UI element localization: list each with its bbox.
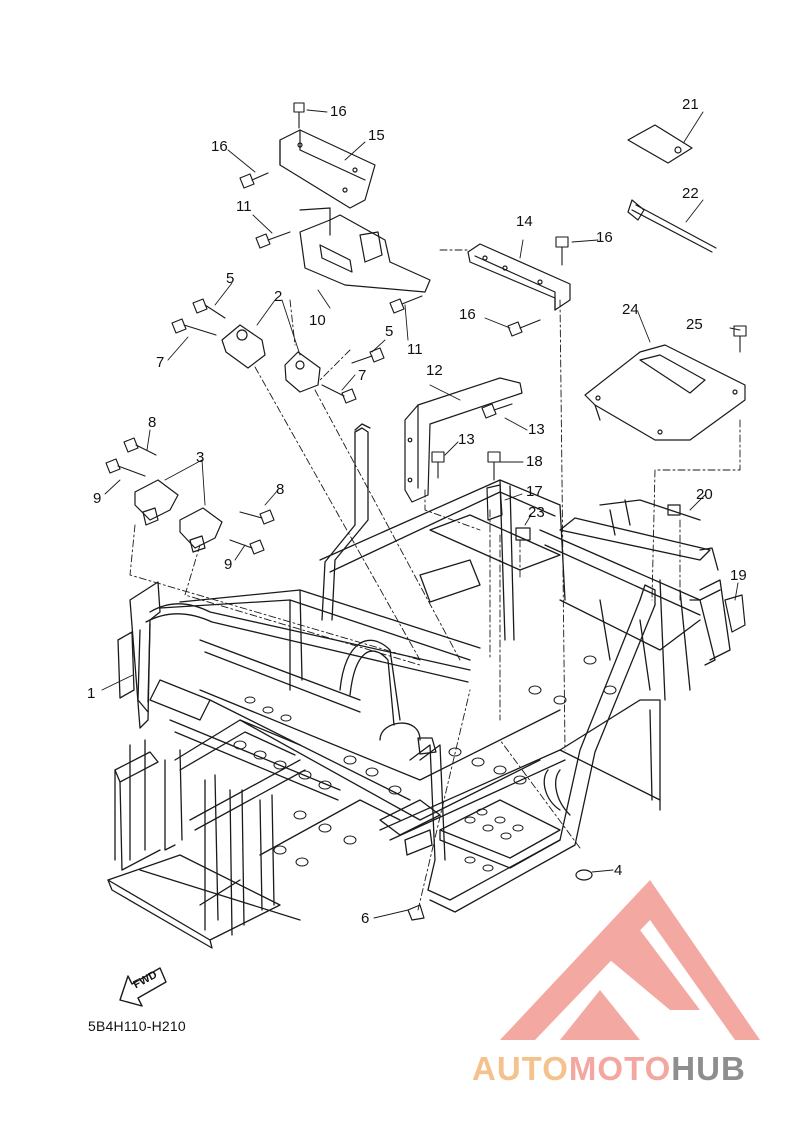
brand-hub: HUB (671, 1050, 746, 1087)
callout-25: 25 (686, 316, 703, 333)
callout-18: 18 (526, 453, 543, 470)
callout-2: 2 (274, 288, 283, 305)
grommet-4 (575, 869, 593, 881)
callout-8-upper: 8 (148, 414, 157, 431)
callout-16-top: 16 (330, 103, 347, 120)
callout-21: 21 (682, 96, 699, 113)
callout-12: 12 (426, 362, 443, 379)
small-parts (134, 124, 746, 921)
callout-1: 1 (87, 685, 96, 702)
callout-13-right: 13 (528, 421, 545, 438)
bolt-9-lower (229, 539, 265, 555)
callout-16-left: 16 (211, 138, 228, 155)
callout-9-upper: 9 (93, 490, 102, 507)
callout-15: 15 (368, 127, 385, 144)
callout-9-lower: 9 (224, 556, 233, 573)
brand-auto: AUTO (472, 1050, 569, 1087)
callout-6: 6 (361, 910, 370, 927)
label-21 (627, 124, 693, 164)
tag-20 (667, 504, 681, 516)
bolt-8-upper (123, 437, 157, 456)
rod-22 (631, 209, 713, 253)
callout-5-lower: 5 (385, 323, 394, 340)
callout-11-right: 11 (407, 341, 423, 358)
clip-6 (407, 904, 425, 921)
callout-5-upper: 5 (226, 270, 235, 287)
bolt-5-upper (192, 298, 226, 319)
plate-19 (724, 594, 746, 633)
callout-7-upper: 7 (156, 354, 165, 371)
bolt-18 (487, 451, 501, 481)
automotohub-logo (500, 880, 760, 1040)
bolt-13-lower (431, 451, 445, 479)
callout-16-lower: 16 (459, 306, 476, 323)
callout-14: 14 (516, 213, 533, 230)
callout-3: 3 (196, 449, 205, 466)
callout-22: 22 (682, 185, 699, 202)
bolt-25 (733, 325, 747, 353)
bolt-16-left (239, 172, 269, 189)
callout-19: 19 (730, 567, 747, 584)
bracket-12 (404, 377, 523, 503)
callout-23: 23 (528, 504, 545, 521)
callout-13-left: 13 (458, 431, 475, 448)
engine-mount-3b (179, 507, 223, 549)
bolt-5-lower (351, 347, 385, 364)
callout-24: 24 (622, 301, 639, 318)
bolts (105, 102, 747, 555)
main-frame (107, 423, 731, 949)
callout-20: 20 (696, 486, 713, 503)
bolt-11-left (255, 231, 291, 249)
fwd-arrow (119, 967, 167, 1007)
callout-11-left: 11 (236, 198, 252, 215)
cover-24 (584, 344, 746, 441)
bolt-7-upper (171, 318, 217, 336)
callout-17: 17 (526, 483, 543, 500)
bracket-15 (279, 129, 376, 209)
mount-bracket-10 (299, 214, 431, 293)
callout-10: 10 (309, 312, 326, 329)
engine-mount-2b (284, 351, 321, 393)
bolt-11-right (389, 295, 423, 314)
callout-4: 4 (614, 862, 623, 879)
floor-holes (233, 655, 617, 872)
callout-16-right: 16 (596, 229, 613, 246)
clamp-17 (486, 484, 503, 521)
diagram-code: 5B4H110-H210 (88, 1018, 186, 1034)
engine-mount-3a (134, 479, 179, 521)
bolt-13-upper (481, 403, 513, 419)
bolt-8-lower (239, 509, 275, 525)
leader-lines (101, 109, 741, 919)
bolt-16-top (293, 102, 305, 129)
engine-mount-2a (221, 324, 266, 369)
assembly-lines (129, 249, 741, 911)
callout-8-lower: 8 (276, 481, 285, 498)
bolt-16-right (555, 236, 569, 266)
bolt-16-lower (507, 319, 541, 337)
automotohub-watermark: AUTOMOTOHUB (472, 1050, 746, 1088)
cap-23 (515, 527, 531, 541)
brand-moto: MOTO (568, 1050, 672, 1087)
bracket-14 (467, 243, 571, 311)
bolt-9-upper (105, 458, 146, 477)
callout-7-lower: 7 (358, 367, 367, 384)
bolt-7-lower (321, 384, 357, 404)
